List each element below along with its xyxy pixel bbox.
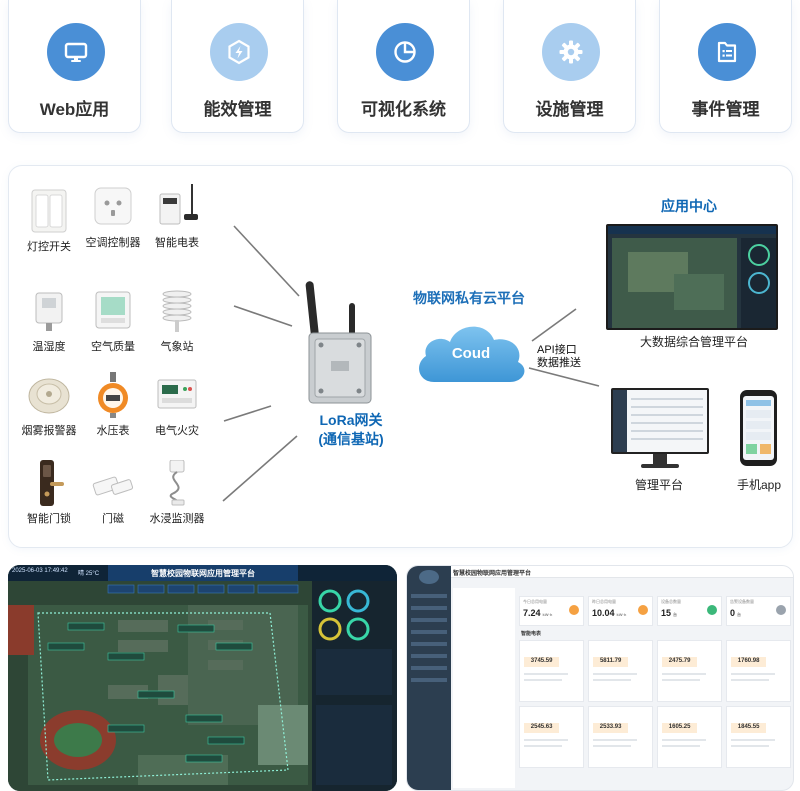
device-light-switch[interactable]: 灯控开关: [9, 188, 89, 254]
feature-label: 能效管理: [203, 100, 272, 119]
api-label: API接口 数据推送: [537, 344, 581, 369]
campus-map: [8, 565, 397, 791]
feature-label: 设施管理: [535, 100, 604, 119]
feature-cards: Web应用 能效管理 可视化系统 设施管理 事件管理: [8, 0, 792, 133]
left-screen-title: 智慧校园物联网应用管理平台: [151, 569, 255, 578]
meter-card[interactable]: 1605.25: [657, 706, 722, 768]
smoke-alarm-icon: [26, 372, 72, 418]
right-screen-title: 智慧校园物联网应用管理平台: [453, 571, 532, 577]
meter-card[interactable]: 1845.55: [726, 706, 791, 768]
lora-gateway[interactable]: [301, 281, 381, 406]
device-air-quality[interactable]: 空气质量: [73, 288, 153, 354]
feature-card-facility[interactable]: 设施管理: [503, 0, 636, 133]
energy-icon: [210, 23, 268, 81]
water-leak-sensor-icon: [154, 459, 200, 506]
mobile-label: 手机app: [736, 478, 782, 492]
app-center-title: 应用中心: [661, 198, 717, 214]
bigdata-label: 大数据综合管理平台: [639, 335, 748, 349]
device-temp-humidity[interactable]: 温湿度: [9, 288, 89, 354]
device-electrical-fire[interactable]: 电气火灾: [137, 372, 217, 438]
feature-label: Web应用: [39, 100, 110, 119]
cloud-label: Coud: [451, 345, 491, 362]
feature-card-web[interactable]: Web应用: [8, 0, 141, 133]
management-label: 管理平台: [634, 478, 683, 492]
weather-station-icon: [154, 288, 200, 334]
document-icon: [698, 23, 756, 81]
meter-card[interactable]: 3745.59: [519, 640, 584, 702]
dashboard-screenshot-map[interactable]: 2025-06-03 17:49:42 晴 25°C 智慧校园物联网应用管理平台: [8, 565, 397, 791]
cloud-icon: Coud: [412, 316, 530, 386]
gear-icon: [542, 23, 600, 81]
device-smart-lock[interactable]: 智能门锁: [9, 460, 89, 526]
device-water-pressure[interactable]: 水压表: [73, 372, 153, 438]
cloud-platform-title: 物联网私有云平台: [413, 290, 525, 306]
meter-section-title: 智能电表: [521, 631, 542, 637]
device-water-leak[interactable]: 水浸监测器: [137, 459, 217, 526]
feature-card-visual[interactable]: 可视化系统: [337, 0, 470, 133]
electrical-fire-monitor-icon: [154, 372, 200, 418]
right-screen-sidebar: [407, 566, 451, 790]
feature-card-event[interactable]: 事件管理: [659, 0, 792, 133]
feature-label: 可视化系统: [361, 100, 446, 119]
temp-humidity-sensor-icon: [26, 288, 72, 334]
gateway-device-icon: [305, 281, 372, 404]
smart-lock-icon: [26, 460, 72, 506]
meter-card[interactable]: 2533.93: [588, 706, 653, 768]
device-smoke-alarm[interactable]: 烟雾报警器: [9, 372, 89, 438]
meter-card[interactable]: 2545.63: [519, 706, 584, 768]
feature-card-energy[interactable]: 能效管理: [171, 0, 304, 133]
monitor-icon: [47, 23, 105, 81]
gateway-label: LoRa网关 (通信基站): [318, 412, 384, 447]
mobile-phone[interactable]: [740, 390, 777, 466]
device-ac-controller[interactable]: 空调控制器: [73, 184, 153, 250]
architecture-diagram: 灯控开关 空调控制器 智能电表 温湿度 空气质量 气象站 烟: [8, 165, 793, 548]
meter-card[interactable]: 1760.98: [726, 640, 791, 702]
air-quality-sensor-icon: [90, 288, 136, 334]
meter-card[interactable]: 2475.79: [657, 640, 722, 702]
feature-label: 事件管理: [691, 100, 760, 119]
pie-chart-icon: [376, 23, 434, 81]
smart-meter-icon: [154, 184, 200, 230]
bigdata-screen[interactable]: [606, 224, 778, 330]
ac-controller-icon: [90, 184, 136, 230]
connection-lines: [222, 225, 600, 502]
left-screen-weather: 晴 25°C: [78, 571, 100, 577]
device-door-sensor[interactable]: 门磁: [73, 460, 153, 526]
device-smart-meter[interactable]: 智能电表: [137, 184, 217, 250]
management-monitor[interactable]: [611, 388, 709, 472]
left-screen-timestamp: 2025-06-03 17:49:42: [12, 568, 68, 574]
device-weather-station[interactable]: 气象站: [137, 288, 217, 354]
light-switch-icon: [26, 188, 72, 234]
water-pressure-gauge-icon: [90, 372, 136, 418]
meter-card[interactable]: 5811.79: [588, 640, 653, 702]
door-sensor-icon: [90, 460, 136, 506]
